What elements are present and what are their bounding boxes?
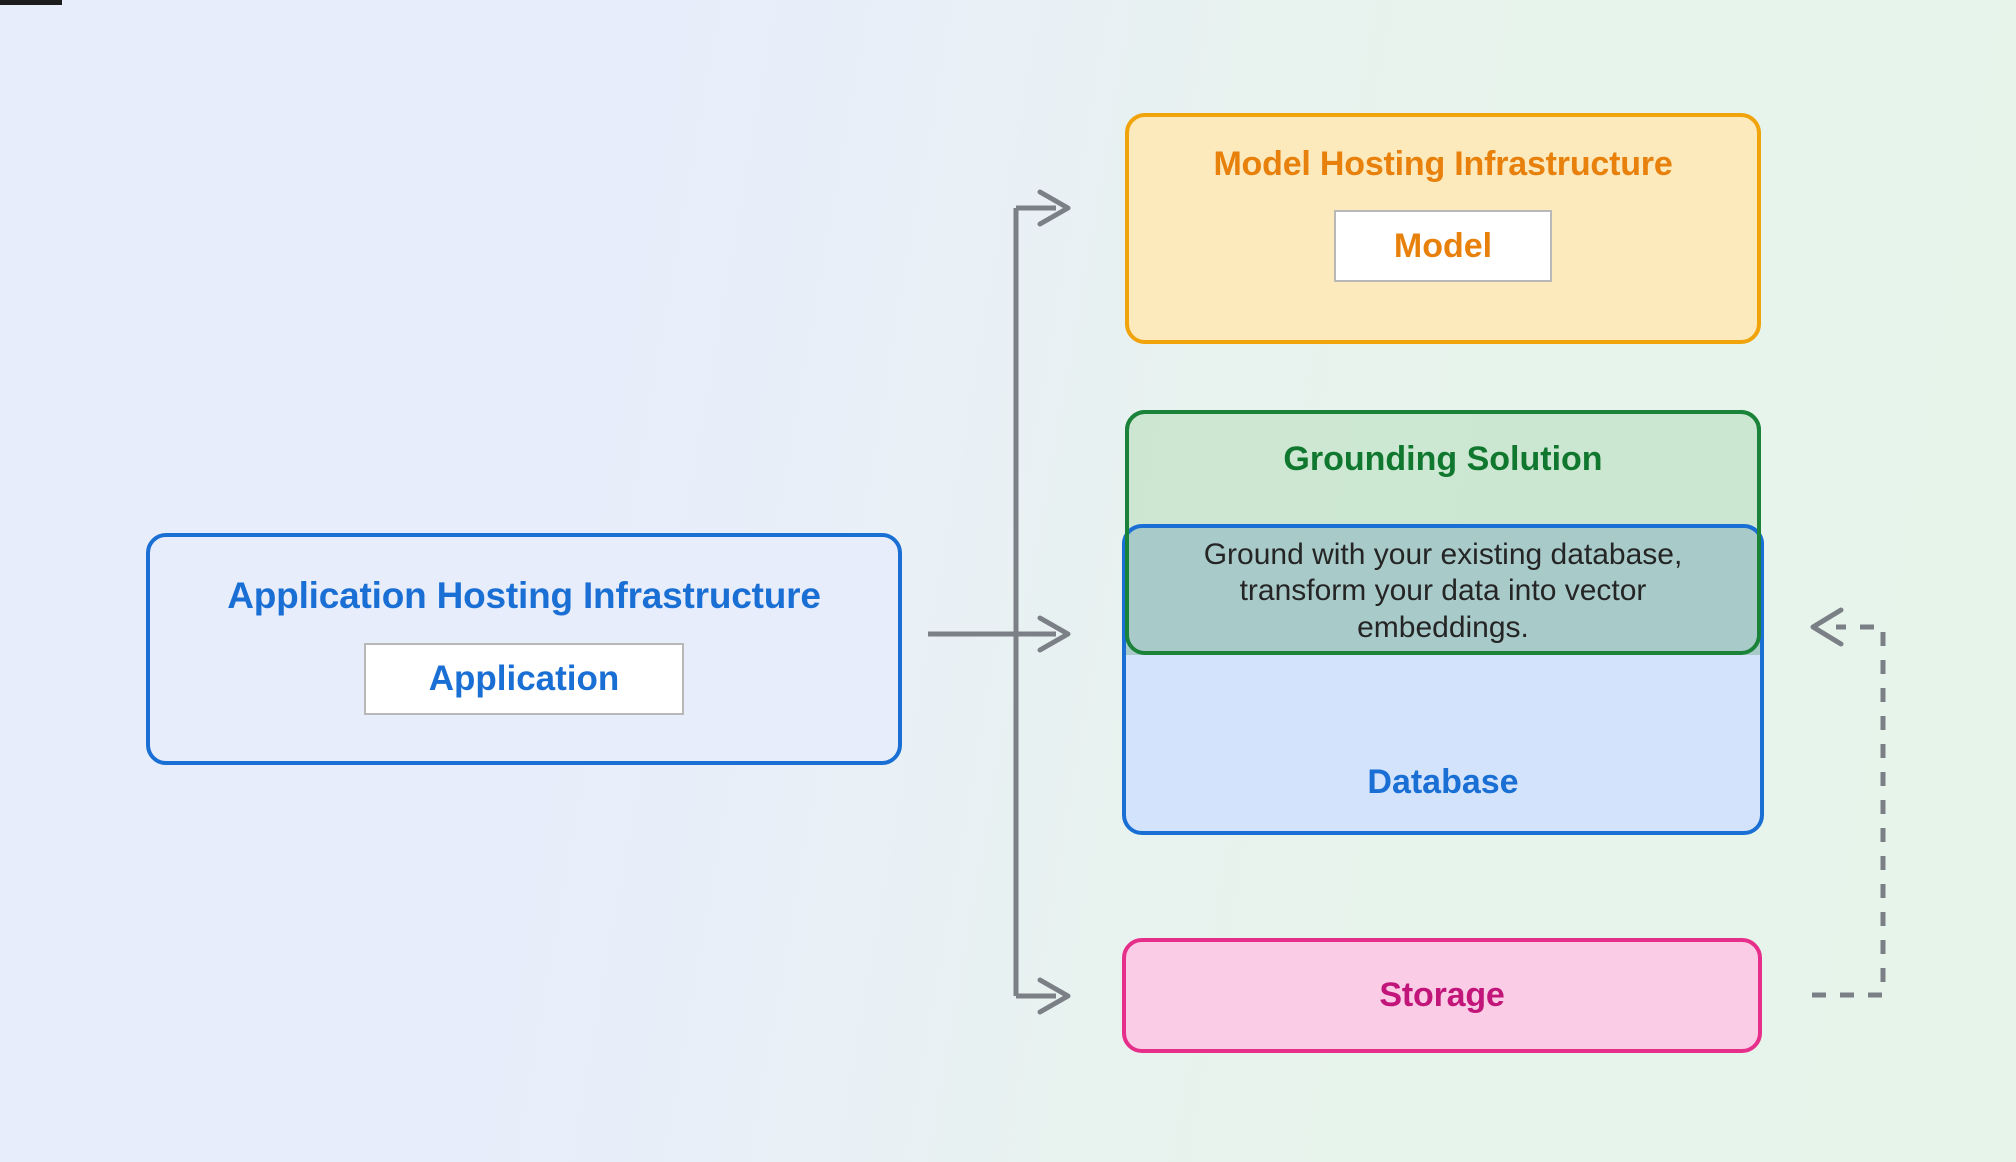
- database-title: Database: [1367, 763, 1519, 801]
- top-left-artifact: [0, 0, 62, 5]
- arrowheads: [1037, 189, 1071, 1015]
- model-chip[interactable]: Model: [1334, 210, 1552, 282]
- arrowhead-database-return: [1810, 607, 1844, 647]
- solid-connectors: [928, 205, 1056, 999]
- application-chip[interactable]: Application: [364, 643, 684, 715]
- application-hosting-infrastructure-box[interactable]: Application Hosting Infrastructure Appli…: [146, 533, 902, 765]
- grounding-description-panel: Ground with your existing database, tran…: [1122, 524, 1764, 655]
- storage-box[interactable]: Storage: [1122, 938, 1762, 1053]
- storage-to-database-path: [1812, 624, 1886, 998]
- arrowhead-grounding: [1037, 615, 1071, 653]
- arrowhead-model: [1037, 189, 1071, 227]
- grounding-description-text: Ground with your existing database, tran…: [1203, 537, 1683, 644]
- model-hosting-infrastructure-title: Model Hosting Infrastructure: [1213, 145, 1673, 183]
- application-hosting-infrastructure-title: Application Hosting Infrastructure: [227, 575, 821, 616]
- dashed-arrowhead: [1810, 607, 1844, 647]
- grounding-database-stack: Grounding Solution Ground with your exis…: [1122, 410, 1764, 835]
- model-hosting-infrastructure-box[interactable]: Model Hosting Infrastructure Model: [1125, 113, 1761, 344]
- dashed-connector: [1812, 624, 1886, 998]
- storage-title: Storage: [1379, 976, 1505, 1014]
- arrowhead-storage: [1037, 977, 1071, 1015]
- grounding-solution-title: Grounding Solution: [1283, 440, 1603, 478]
